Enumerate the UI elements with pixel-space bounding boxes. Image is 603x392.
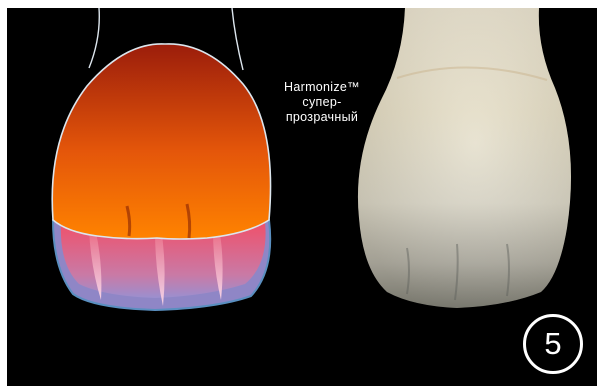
material-caption: Harmonize™ супер- прозрачный	[257, 80, 387, 125]
restored-tooth-photo	[7, 8, 597, 386]
step-number-badge: 5	[523, 314, 583, 374]
illustration-frame: Harmonize™ супер- прозрачный 5	[7, 8, 597, 386]
caption-line-3: прозрачный	[257, 110, 387, 125]
caption-line-1: Harmonize™	[257, 80, 387, 95]
step-number: 5	[544, 326, 561, 362]
tooth-photo-shading	[358, 8, 571, 308]
caption-line-2: супер-	[257, 95, 387, 110]
